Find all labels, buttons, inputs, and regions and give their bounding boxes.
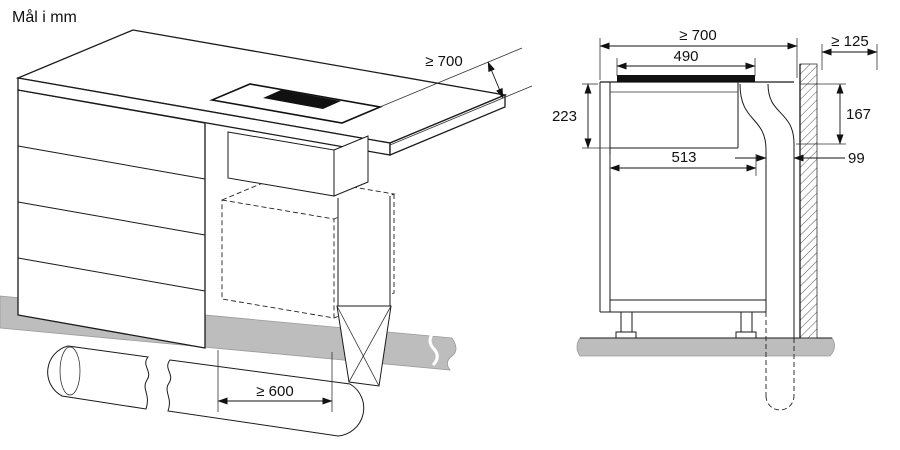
vent-inlet-slot bbox=[263, 90, 341, 109]
dimension-label-side-clearance: ≥ 125 bbox=[831, 33, 868, 50]
dimension-label-overall-depth: ≥ 700 bbox=[679, 27, 716, 44]
dimension-label-unit-depth: 223 bbox=[552, 108, 577, 125]
dimension-inner-width: 513 bbox=[609, 149, 757, 176]
exhaust-duct-vertical bbox=[336, 196, 392, 387]
duct-bottom-cap bbox=[765, 395, 795, 411]
cabinet-legs bbox=[615, 311, 757, 339]
wall-hatched bbox=[799, 63, 818, 339]
drawer-divider bbox=[17, 201, 206, 236]
dimension-side-clearance: ≥ 125 bbox=[821, 33, 878, 70]
dimension-duct-run: ≥ 600 bbox=[217, 350, 333, 412]
dimension-duct-channel: 99 bbox=[735, 150, 865, 167]
dimension-label-duct-drop: 167 bbox=[846, 106, 871, 123]
dimension-label-vent-width: 490 bbox=[673, 48, 698, 65]
dimension-vent-width: 490 bbox=[616, 48, 756, 76]
dimension-duct-drop: 167 bbox=[796, 83, 871, 145]
dimension-label-inner-width: 513 bbox=[671, 149, 696, 166]
section-view: ≥ 700 490 ≥ 125 223 167 bbox=[552, 27, 878, 411]
diagram-title: Mål i mm bbox=[12, 8, 77, 26]
round-duct-tube bbox=[47, 345, 365, 437]
floor-band-section bbox=[576, 337, 835, 357]
isometric-view: ≥ 700 ≥ 600 bbox=[0, 29, 533, 437]
dimension-overall-depth: ≥ 700 bbox=[599, 27, 798, 80]
dimension-label-duct-run: ≥ 600 bbox=[256, 383, 293, 400]
cabinet-front bbox=[17, 89, 206, 349]
dimension-worktop-depth: ≥ 700 bbox=[379, 47, 533, 146]
dimension-label-duct-channel: 99 bbox=[848, 150, 865, 167]
exhaust-duct-section bbox=[739, 83, 795, 411]
cabinet-section bbox=[599, 75, 794, 313]
duct-open-end-icon bbox=[59, 346, 81, 396]
floor-break-line bbox=[428, 331, 439, 367]
vent-module-box bbox=[227, 131, 369, 197]
hob-section bbox=[617, 75, 755, 82]
dimension-unit-depth: 223 bbox=[552, 83, 610, 149]
dimension-label-worktop-depth: ≥ 700 bbox=[425, 53, 462, 70]
drawer-divider bbox=[17, 145, 206, 180]
duct-transition-funnel bbox=[336, 305, 392, 387]
drawer-divider bbox=[17, 257, 206, 292]
